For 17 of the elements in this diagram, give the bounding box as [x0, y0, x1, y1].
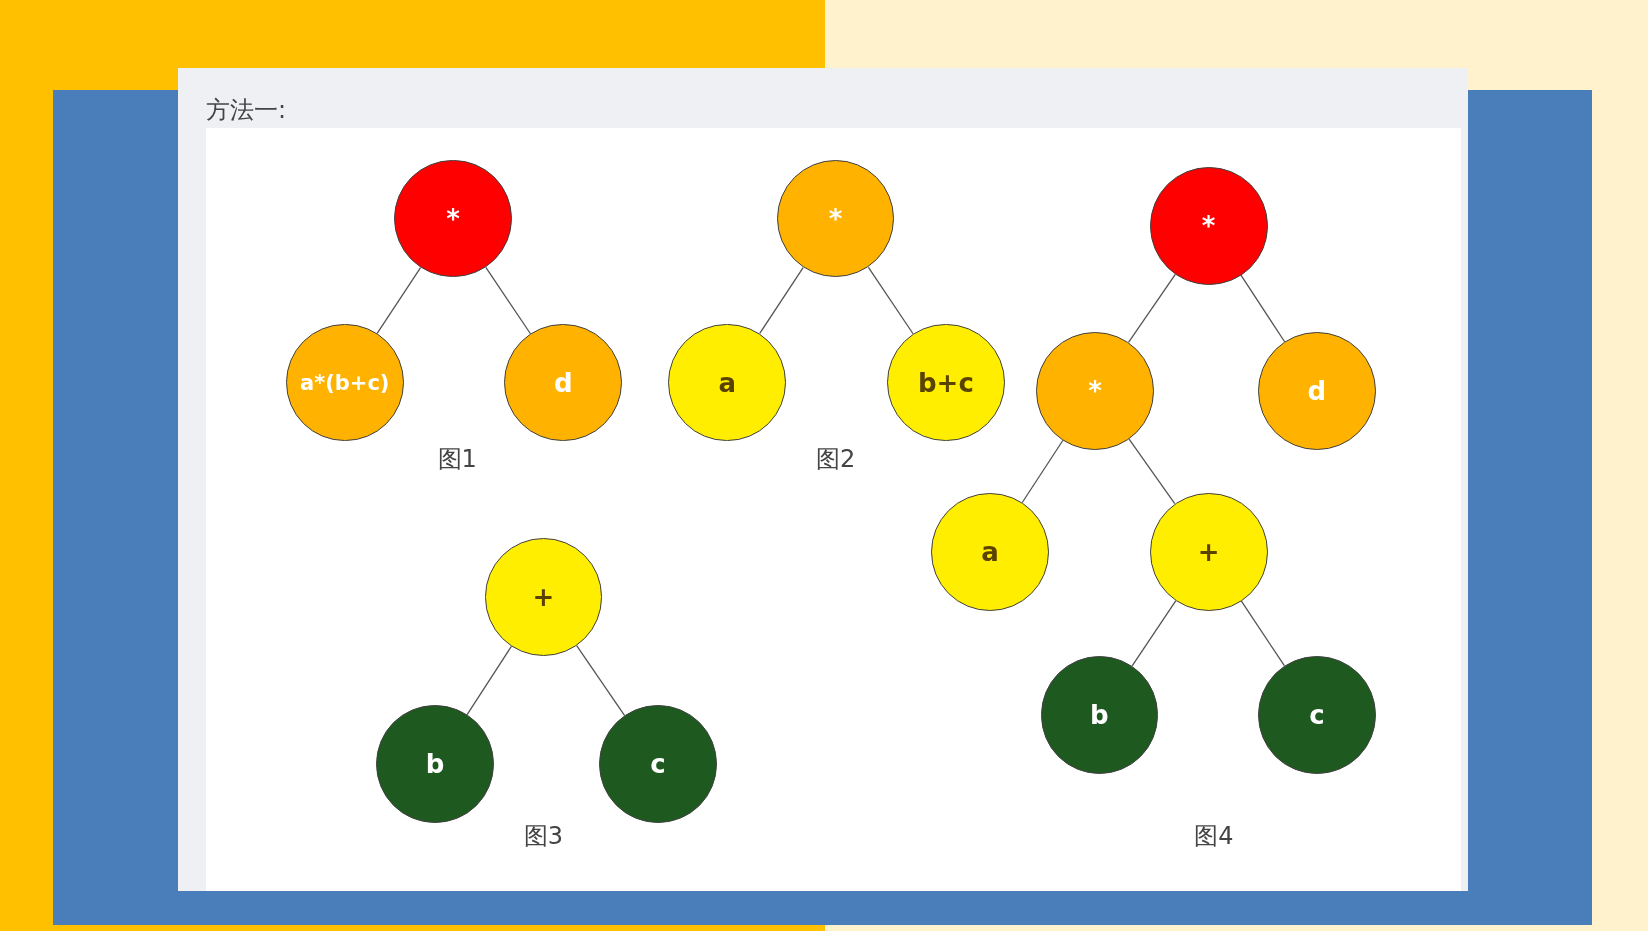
tree-edge — [1128, 438, 1176, 505]
tree-edge — [759, 267, 804, 335]
tree-edge — [867, 266, 914, 335]
tree-edge — [1127, 273, 1176, 344]
figure-caption: 图2 — [815, 444, 856, 476]
figure-caption: 图4 — [1194, 820, 1234, 852]
tree-edge — [1131, 600, 1177, 667]
tree-edge — [466, 645, 513, 716]
tree-edge — [485, 266, 532, 335]
figure-caption: 图3 — [523, 820, 563, 852]
heading-text: 方法一: — [206, 95, 287, 127]
tree-edge — [376, 267, 422, 335]
tree-edge — [1240, 600, 1285, 667]
figure-caption: 图1 — [437, 444, 477, 476]
tree-edge — [1021, 439, 1064, 504]
tree-edge — [1240, 274, 1286, 343]
tree-edge — [576, 644, 626, 717]
